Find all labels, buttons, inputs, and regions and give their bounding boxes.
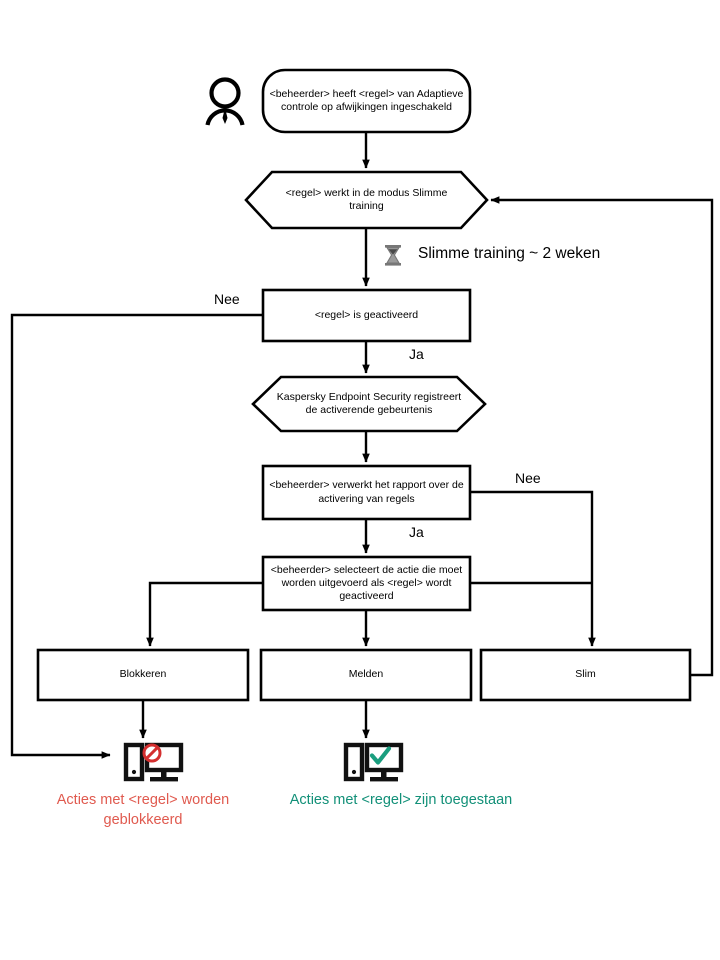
node-rule-activated-shape xyxy=(261,288,472,343)
person-icon xyxy=(205,77,245,126)
edge-smart-back-to-smart-training xyxy=(490,196,714,677)
computer-blocked-icon xyxy=(123,742,184,782)
edge-rule-activated-no-to-blocked xyxy=(10,313,263,759)
computer-allowed-icon xyxy=(343,742,404,782)
node-admin-selects-shape xyxy=(261,555,472,612)
node-smart-training-shape xyxy=(244,170,489,230)
note-training-duration: Slimme training ~ 2 weken xyxy=(418,245,601,262)
edge-admin-selects-to-block xyxy=(146,581,263,647)
edge-admin-report-no-to-smart xyxy=(470,490,596,647)
node-action-block-shape xyxy=(36,648,250,702)
node-action-smart-shape xyxy=(479,648,692,702)
edge-label-no-rule-activated: Nee xyxy=(214,291,240,307)
node-start-shape xyxy=(261,68,472,134)
edge-label-yes-rule-activated: Ja xyxy=(409,346,424,362)
hourglass-icon xyxy=(385,245,401,266)
caption-blocked: Acties met <regel> worden geblokkeerd xyxy=(56,792,230,828)
node-kes-registers-shape xyxy=(251,375,487,433)
edge-label-no-admin-report: Nee xyxy=(515,470,541,486)
node-action-notify-shape xyxy=(259,648,473,702)
caption-allowed: Acties met <regel> zijn toegestaan xyxy=(289,792,513,808)
node-admin-report-shape xyxy=(261,464,472,521)
edge-label-yes-admin-report: Ja xyxy=(409,524,424,540)
